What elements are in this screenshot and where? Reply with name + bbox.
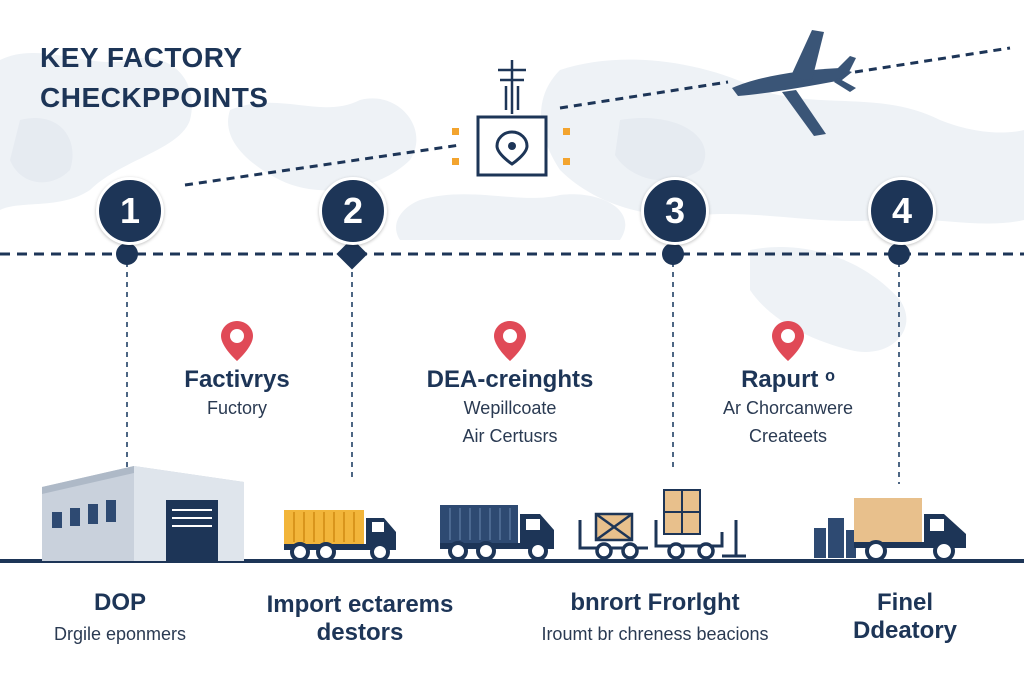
label-dea-creinghts: DEA-creinghts (426, 366, 594, 393)
sublabel-wepillcoate: Wepillcoate (463, 398, 557, 418)
forklift-crates-icon (578, 489, 746, 560)
label-rapurt: Rapurt ᵒ (741, 366, 835, 393)
flight-path-right (559, 80, 729, 110)
timeline-node-3 (662, 243, 684, 265)
step-badge-1: 1 (96, 177, 164, 245)
title-line-1: KEY FACTORY (40, 42, 243, 73)
step-badge-4: 4 (868, 177, 936, 245)
bottom-sub-iroumt-br-chreness: Iroumt br chreness beacions (541, 624, 769, 644)
factory-building-icon (42, 466, 244, 561)
location-pin-icon (772, 321, 804, 361)
timeline-node-1 (116, 243, 138, 265)
page-title: KEY FACTORY CHECKPPOINTS (40, 38, 268, 118)
bottom-title-ddeatory: Ddeatory (852, 617, 958, 644)
delivery-truck-icon (854, 498, 966, 562)
flight-path-left (184, 143, 461, 187)
title-line-2: CHECKPPOINTS (40, 82, 269, 113)
flight-path-tail (854, 46, 1011, 74)
sublabel-createets: Createets (748, 426, 828, 446)
timeline-node-4 (888, 243, 910, 265)
bottom-title-import-ectarems: Import ectarems (266, 591, 454, 618)
label-factivrys: Factivrys (184, 366, 290, 393)
location-box-icon (452, 115, 570, 177)
location-pin-icon (221, 321, 253, 361)
bottom-title-finel: Finel (876, 589, 933, 616)
location-pin-icon (494, 321, 526, 361)
city-buildings-icon (814, 518, 856, 558)
crane-hook-icon (498, 60, 526, 114)
bottom-sub-drgile-eponmers: Drgile eponmers (53, 624, 187, 644)
sublabel-air-certusrs: Air Certusrs (462, 426, 558, 446)
bottom-title-dop: DOP (93, 589, 146, 616)
airplane-icon (732, 30, 856, 136)
step-badge-3: 3 (641, 177, 709, 245)
sublabel-fuctory: Fuctory (206, 398, 267, 418)
container-truck-icon (440, 505, 554, 561)
step-badge-2: 2 (319, 177, 387, 245)
bottom-title-bnrort-frorlght: bnrort Frorlght (570, 589, 740, 616)
bottom-title-destors: destors (316, 619, 404, 646)
yellow-cargo-truck-icon (284, 510, 396, 562)
timeline-node-2 (336, 238, 368, 270)
sublabel-ar-chorcanwere: Ar Chorcanwere (722, 398, 854, 418)
